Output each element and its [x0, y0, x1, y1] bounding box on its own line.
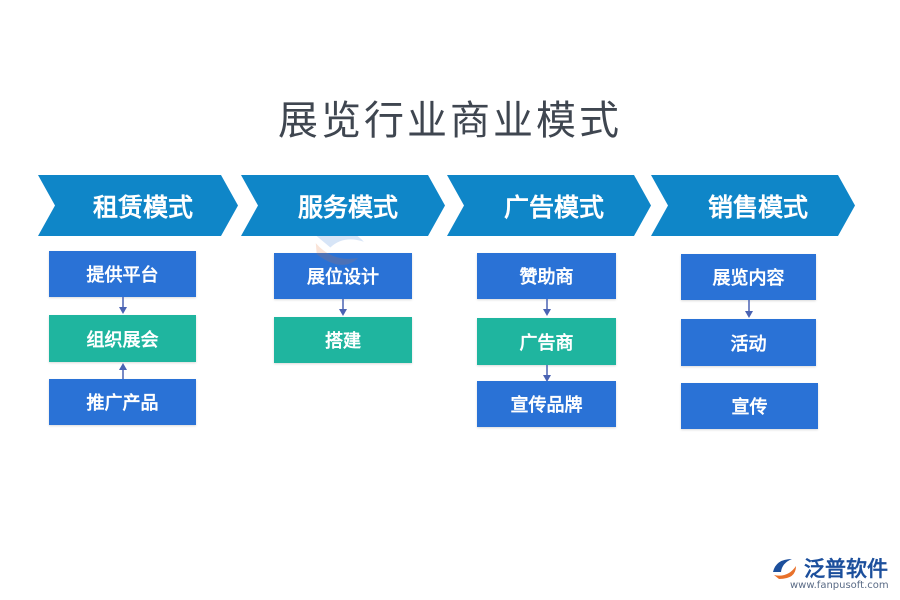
header-service-mode: 服务模式: [241, 175, 445, 236]
node-promote-products: 推广产品: [49, 379, 196, 425]
header-advertising-mode: 广告模式: [447, 175, 651, 236]
fanpu-logo-icon: [773, 559, 796, 579]
arrow-down-icon: [339, 299, 347, 316]
header-label: 租赁模式: [92, 192, 193, 222]
node-provide-platform: 提供平台: [49, 251, 196, 297]
arrow-down-icon: [745, 300, 753, 318]
arrow-up-icon: [119, 363, 127, 380]
node-activities: 活动: [681, 319, 816, 366]
chevron-shape: [241, 175, 445, 236]
node-construction: 搭建: [274, 317, 412, 363]
chevron-shape: [38, 175, 238, 236]
node-exhibition-content: 展览内容: [681, 254, 816, 300]
header-sales-mode: 销售模式: [651, 175, 855, 236]
node-promote-brand: 宣传品牌: [477, 381, 616, 427]
chevron-shape: [651, 175, 855, 236]
brand-url: www.fanpusoft.com: [790, 580, 889, 591]
node-publicity: 宣传: [681, 383, 818, 429]
brand-name: 泛普软件: [804, 557, 888, 581]
node-advertiser: 广告商: [477, 318, 616, 365]
header-label: 广告模式: [503, 192, 604, 222]
header-label: 销售模式: [707, 192, 808, 222]
header-leasing-mode: 租赁模式: [38, 175, 238, 236]
chevron-shape: [447, 175, 651, 236]
brand-logo: 泛普软件: [770, 553, 888, 583]
arrow-down-icon: [119, 297, 127, 314]
node-organize-exhibition: 组织展会: [49, 315, 196, 362]
header-label: 服务模式: [297, 192, 398, 222]
arrow-down-icon: [543, 299, 551, 316]
arrow-down-icon: [543, 365, 551, 382]
node-sponsor: 赞助商: [477, 253, 616, 299]
diagram-title: 展览行业商业模式: [278, 98, 622, 144]
node-booth-design: 展位设计: [274, 253, 412, 299]
